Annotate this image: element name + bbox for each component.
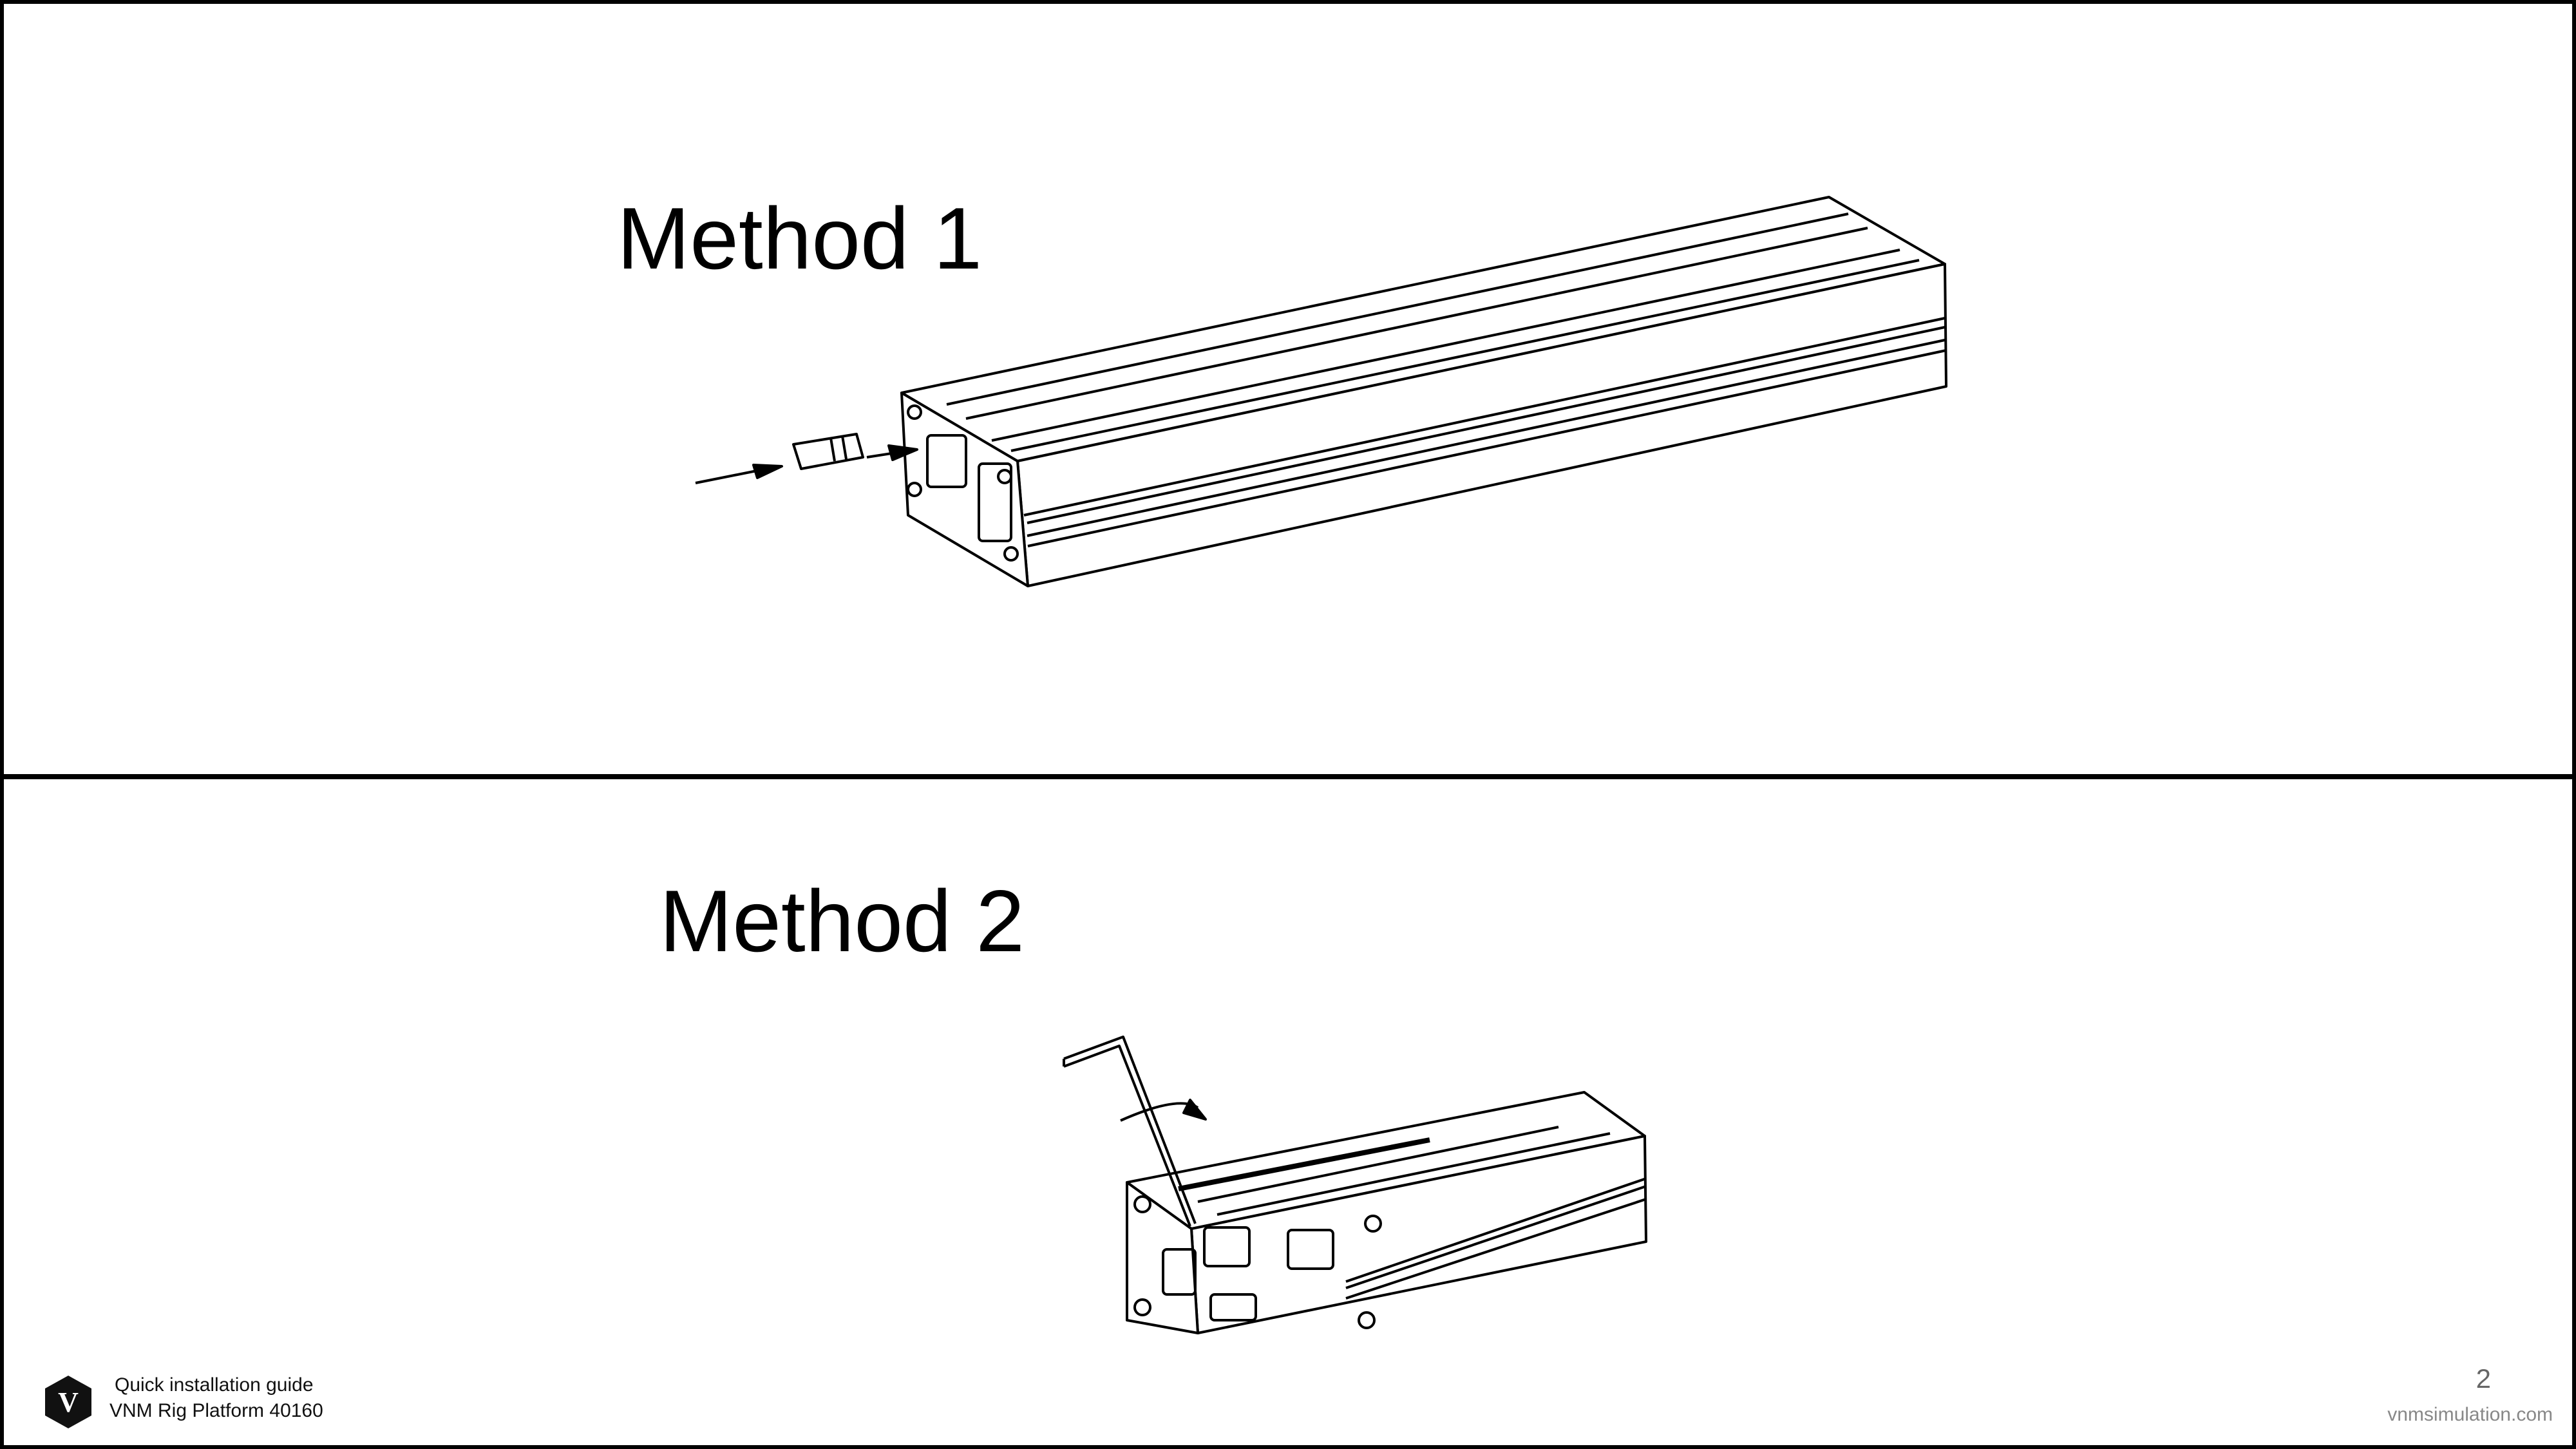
logo-letter: V [58, 1387, 79, 1418]
product-label: VNM Rig Platform 40160 [109, 1400, 323, 1421]
aluminium-profile-short [1126, 1091, 1647, 1334]
page-number: 2 [2476, 1363, 2491, 1394]
aluminium-profile-long [900, 196, 1947, 587]
hex-key-icon [1063, 1036, 1197, 1227]
method-2-title: Method 2 [659, 872, 1025, 970]
method-1-title: Method 1 [617, 189, 983, 287]
guide-label: Quick installation guide [115, 1374, 314, 1396]
website-link[interactable]: vnmsimulation.com [2387, 1404, 2553, 1425]
t-nut [792, 433, 864, 470]
rotate-arrow [1120, 1099, 1207, 1122]
method-2-panel [0, 774, 2576, 1449]
insert-arrow [695, 444, 918, 484]
vnm-logo-icon: V [45, 1376, 91, 1428]
